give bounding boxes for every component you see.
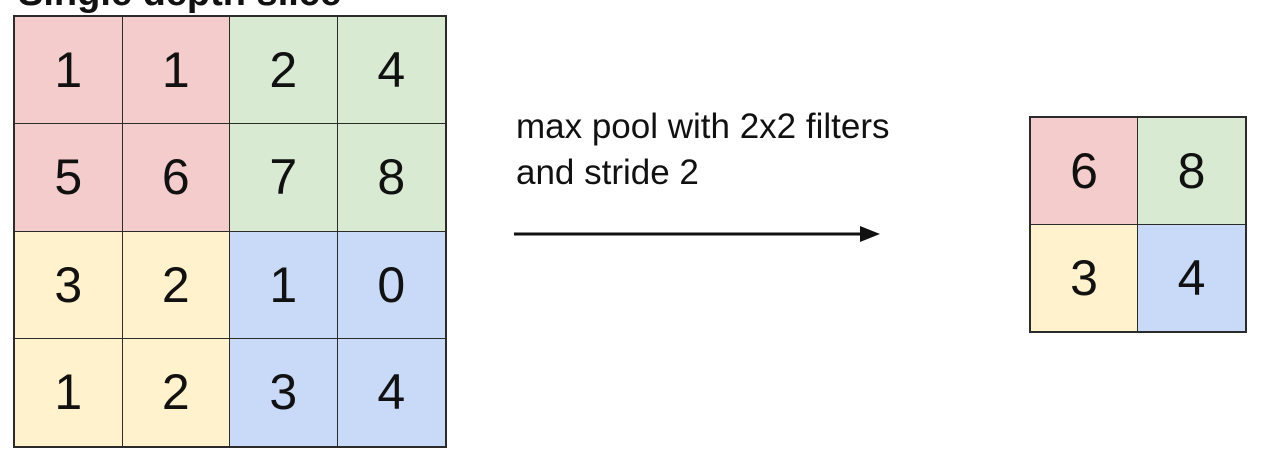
input-cell-r2-c1: 5: [15, 124, 123, 232]
input-cell-r4-c3: 3: [230, 338, 338, 446]
input-cell-r3-c1: 3: [15, 231, 123, 339]
input-cell-r3-c3: 1: [230, 231, 338, 339]
output-cell-r1-c1: 6: [1031, 118, 1138, 225]
input-cell-r2-c3: 7: [230, 124, 338, 232]
input-cell-r3-c4: 0: [337, 231, 445, 339]
input-cell-r1-c2: 1: [122, 17, 230, 125]
caption-line-2: and stride 2: [516, 153, 699, 192]
input-cell-r3-c2: 2: [122, 231, 230, 339]
output-cell-r1-c2: 8: [1138, 118, 1245, 225]
input-cell-r1-c1: 1: [15, 17, 123, 125]
cutoff-title-fragment: Single depth slice: [18, 0, 341, 12]
operation-caption: max pool with 2x2 filters and stride 2: [516, 104, 889, 196]
output-cell-r2-c2: 4: [1138, 224, 1245, 331]
input-cell-r1-c3: 2: [230, 17, 338, 125]
input-cell-r4-c2: 2: [122, 338, 230, 446]
caption-line-1: max pool with 2x2 filters: [516, 107, 890, 146]
input-cell-r1-c4: 4: [337, 17, 445, 125]
right-arrow-icon: [514, 226, 880, 242]
input-cell-r2-c4: 8: [337, 124, 445, 232]
input-cell-r2-c2: 6: [122, 124, 230, 232]
input-cell-r4-c1: 1: [15, 338, 123, 446]
output-cell-r2-c1: 3: [1031, 224, 1138, 331]
input-cell-r4-c4: 4: [337, 338, 445, 446]
